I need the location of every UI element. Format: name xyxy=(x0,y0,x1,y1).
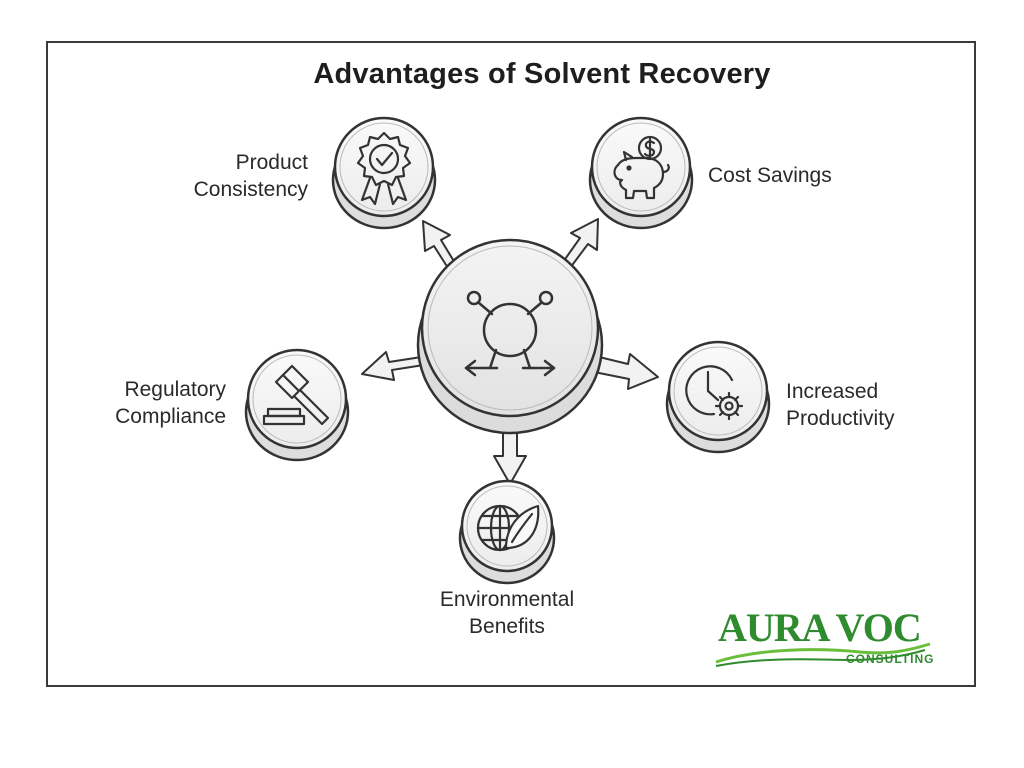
diagram-title: Advantages of Solvent Recovery xyxy=(313,58,771,90)
benefit-coin-increased-productivity xyxy=(665,340,771,454)
label-line: Productivity xyxy=(786,407,895,430)
arrow-to-product-consistency xyxy=(422,220,456,269)
label-line: Regulatory xyxy=(124,378,226,401)
label-regulatory-compliance: Regulatory Compliance xyxy=(104,376,226,430)
logo-tagline: CONSULTING xyxy=(846,652,935,666)
label-line: Cost Savings xyxy=(708,164,832,187)
label-line: Product xyxy=(235,151,308,174)
label-line: Increased xyxy=(786,380,879,403)
logo-name: AURA VOC xyxy=(718,605,922,650)
recovery-cycle-icon xyxy=(464,290,556,377)
label-product-consistency: Product Consistency xyxy=(184,149,308,203)
label-increased-productivity: Increased Productivity xyxy=(786,378,895,432)
globe-leaf-icon xyxy=(476,504,540,552)
benefit-coin-regulatory-compliance xyxy=(244,348,350,462)
label-line: Consistency xyxy=(193,178,308,201)
arrow-to-cost-savings xyxy=(562,218,599,269)
hub-coin xyxy=(416,238,604,435)
benefit-coin-product-consistency xyxy=(331,116,437,230)
arrow-to-increased-productivity xyxy=(593,353,659,390)
label-environmental-benefits: Environmental Benefits xyxy=(420,586,594,640)
benefit-coin-environmental-benefits xyxy=(458,479,556,585)
label-line: Benefits xyxy=(469,615,545,638)
label-cost-savings: Cost Savings xyxy=(708,162,832,189)
piggy-bank-dollar-icon xyxy=(613,135,670,200)
label-line: Environmental xyxy=(439,588,575,611)
label-line: Compliance xyxy=(115,405,226,428)
clock-gear-icon xyxy=(685,365,744,421)
quality-badge-icon xyxy=(356,131,412,206)
gavel-icon xyxy=(262,364,330,426)
benefit-coin-cost-savings xyxy=(588,116,694,230)
aura-voc-logo xyxy=(715,642,931,667)
